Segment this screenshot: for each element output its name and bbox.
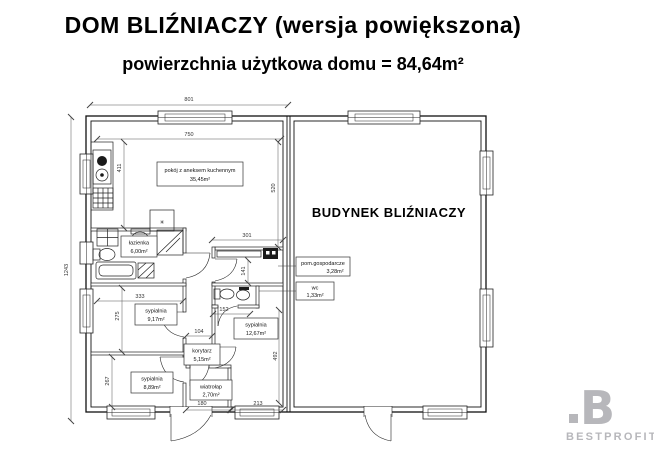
- svg-text:1,33m²: 1,33m²: [306, 293, 323, 299]
- toilet: [92, 248, 116, 261]
- entry-door-right-unit: [363, 406, 393, 442]
- wc-toilet: [213, 288, 235, 300]
- dimension-label: 152: [219, 307, 228, 313]
- twin-building-label: BUDYNEK BLIŹNIACZY: [312, 205, 466, 220]
- utility-door: [214, 258, 238, 282]
- exterior-walls: [85, 115, 487, 413]
- dimension-label: 141: [241, 266, 247, 275]
- kitchen-sink: [92, 149, 112, 185]
- dimension-label: 333: [135, 294, 144, 300]
- shower: [156, 229, 184, 256]
- svg-text:5,15m²: 5,15m²: [193, 357, 210, 363]
- dimension-label: 750: [184, 132, 193, 138]
- svg-text:6,00m²: 6,00m²: [130, 249, 147, 255]
- svg-text:✳: ✳: [160, 219, 165, 226]
- svg-text:pom.gospodarcze: pom.gospodarcze: [301, 261, 345, 267]
- svg-text:sypialnia: sypialnia: [141, 377, 163, 383]
- water-heater: [137, 262, 155, 279]
- dimension-label: 213: [253, 401, 262, 407]
- bestprofit-logo: B BESTPROFIT: [566, 381, 654, 443]
- dimensions: 801 1243 750 411 520 301 141 333 275 267…: [64, 97, 292, 425]
- dimension-label: 801: [184, 97, 193, 103]
- svg-text:2,70m²: 2,70m²: [202, 393, 219, 399]
- logo-square-dot: [569, 414, 578, 423]
- window-left-bedroom: [79, 288, 94, 334]
- window-bottom-bedroom3: [234, 405, 280, 420]
- svg-text:9,17m²: 9,17m²: [147, 317, 164, 323]
- dimension-label: 1243: [64, 264, 70, 276]
- window-top-left-unit: [157, 110, 233, 125]
- svg-text:wc: wc: [311, 286, 319, 292]
- room-label-bedroom2: sypialnia 8,89m²: [130, 371, 174, 394]
- window-left-bath: [79, 241, 94, 265]
- logo-name: BESTPROFIT: [566, 431, 654, 443]
- room-label-living: pokój z aneksem kuchennym 35,45m²: [156, 161, 244, 187]
- room-label-bedroom1: sypialnia 9,17m²: [134, 303, 178, 326]
- boiler: [263, 248, 278, 259]
- svg-text:3,28m²: 3,28m²: [326, 269, 343, 275]
- svg-text:wiatrołap: wiatrołap: [199, 385, 222, 391]
- page-subtitle: powierzchnia użytkowa domu = 84,64m²: [122, 54, 464, 74]
- utility-fixtures: [216, 248, 278, 259]
- svg-text:łazienka: łazienka: [129, 241, 150, 247]
- svg-text:8,89m²: 8,89m²: [143, 385, 160, 391]
- dimension-label: 104: [194, 329, 203, 335]
- room-labels: pokój z aneksem kuchennym 35,45m² łazien…: [120, 161, 351, 401]
- room-label-bathroom: łazienka 6,00m²: [120, 235, 158, 258]
- room-label-bedroom3: sypialnia 12,67m²: [233, 317, 279, 340]
- svg-text:35,45m²: 35,45m²: [190, 177, 210, 183]
- dimension-label: 520: [271, 183, 277, 192]
- room-label-corridor: korytarz 5,15m²: [183, 343, 221, 366]
- utility-counter: [216, 250, 262, 258]
- dimension-label: 267: [105, 376, 111, 385]
- room-label-utility: pom.gospodarcze 3,28m²: [278, 256, 351, 277]
- washing-machine: [96, 228, 119, 247]
- stove: [92, 187, 114, 209]
- bathroom-door: [185, 252, 211, 279]
- page-title: DOM BLIŹNIACZY (wersja powiększona): [64, 12, 522, 38]
- wc-fixtures: [213, 287, 250, 301]
- svg-text:sypialnia: sypialnia: [245, 323, 267, 329]
- window-bottom-right-unit: [422, 405, 468, 420]
- svg-text:korytarz: korytarz: [192, 349, 212, 355]
- dimension-label: 411: [117, 164, 123, 173]
- dimension-label: 492: [273, 351, 279, 360]
- svg-text:pokój z aneksem kuchennym: pokój z aneksem kuchennym: [165, 168, 236, 174]
- window-top-right-unit: [347, 110, 421, 125]
- dimension-label: 301: [242, 233, 251, 239]
- room-label-wc: wc 1,33m²: [259, 281, 335, 301]
- stove-island: ✳: [149, 209, 175, 232]
- svg-text:sypialnia: sypialnia: [145, 309, 167, 315]
- room-label-vestibule: wiatrołap 2,70m²: [189, 379, 233, 401]
- kitchen-fixtures: ✳: [90, 141, 175, 232]
- dimension-label: 180: [197, 401, 206, 407]
- bathtub: [95, 261, 137, 280]
- window-bottom-bedroom2: [106, 405, 156, 420]
- window-right-upper: [479, 150, 494, 196]
- svg-text:12,67m²: 12,67m²: [246, 331, 266, 337]
- logo-monogram: B: [580, 381, 615, 435]
- wc-sink: [236, 287, 250, 301]
- dimension-label: 275: [115, 311, 121, 320]
- entry-door-left-unit: [169, 406, 213, 442]
- window-right-lower: [479, 288, 494, 348]
